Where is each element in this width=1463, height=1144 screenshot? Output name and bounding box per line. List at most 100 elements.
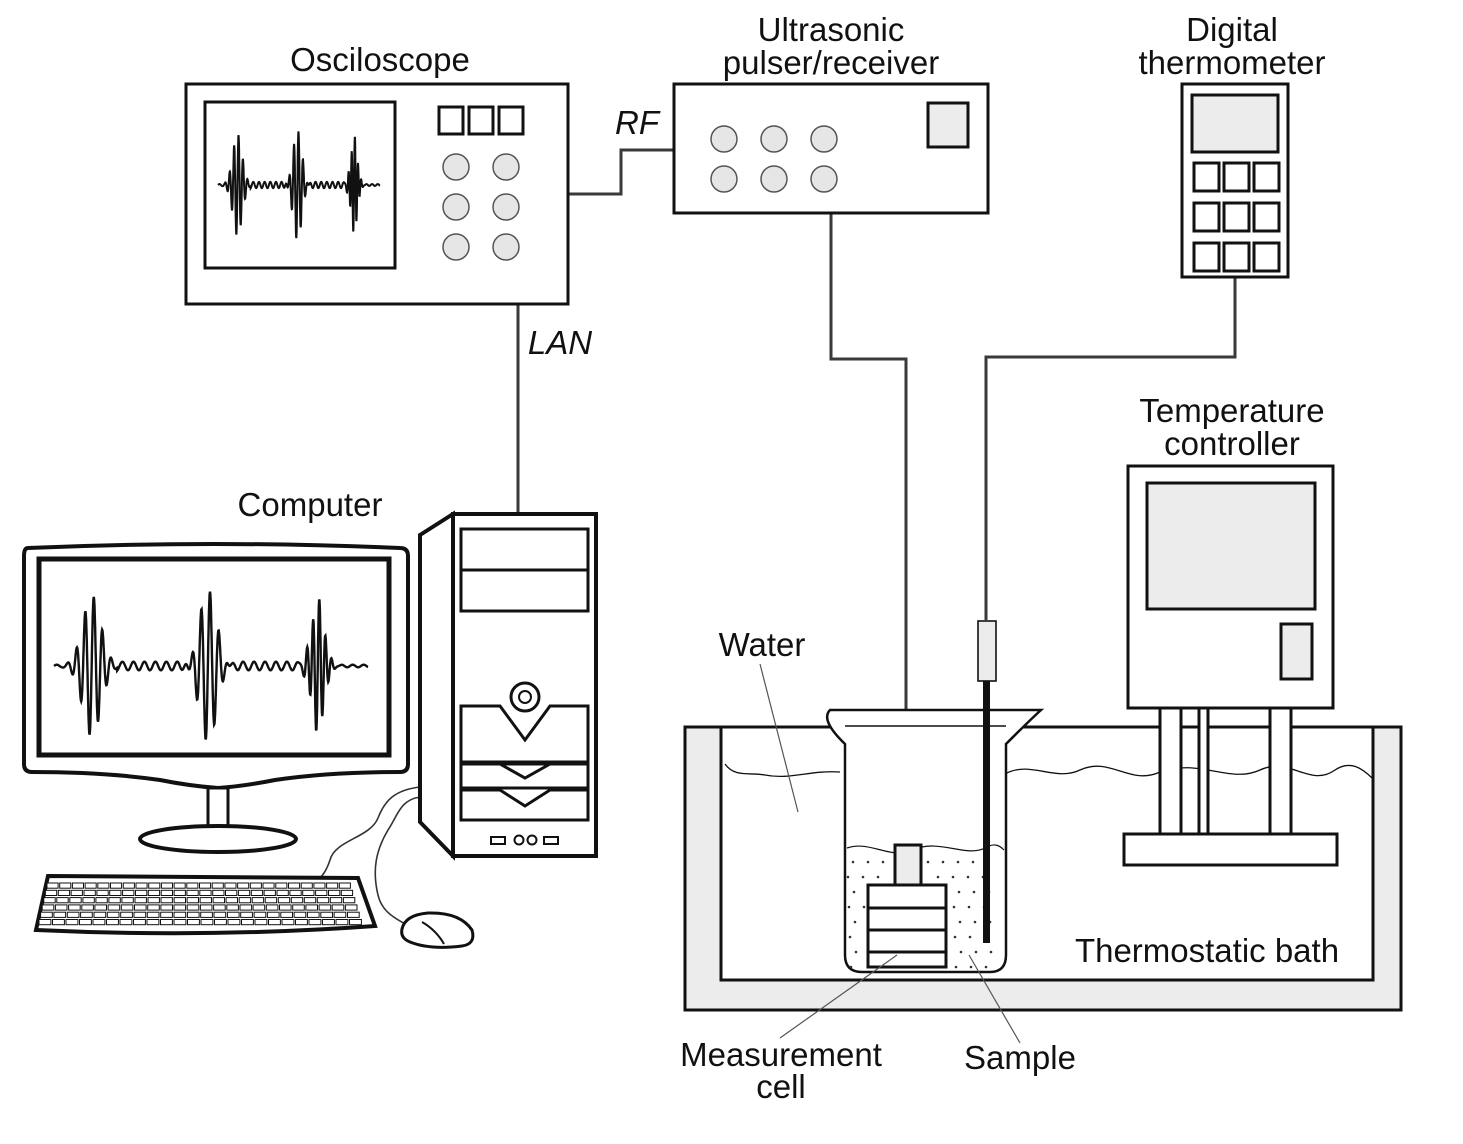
keyboard-key (322, 919, 335, 926)
thermostatic-bath: Thermostatic bath (683, 706, 1403, 1012)
keyboard-key (173, 919, 187, 926)
keyboard-key (106, 911, 120, 918)
oscilloscope: Osciloscope (184, 41, 570, 306)
keyboard-key (239, 904, 253, 911)
keyboard-key (53, 911, 67, 918)
keyboard-key (71, 882, 85, 889)
sample-particle (969, 965, 973, 969)
ultrasonic-pulser-receiver: Ultrasonic pulser/receiver RF (615, 11, 990, 215)
keyboard-key (41, 904, 55, 911)
keyboard-key (173, 911, 187, 918)
rf-cable (568, 148, 674, 196)
keyboard-key (54, 904, 68, 911)
keyboard-key (214, 919, 227, 926)
mouse (400, 911, 475, 949)
keyboard-key (338, 882, 351, 889)
keyboard-key (293, 911, 307, 918)
tower-port (543, 836, 559, 845)
sample-particle (926, 860, 930, 864)
sample-particle (936, 875, 940, 879)
thermometer-label-line2: thermometer (1138, 44, 1325, 81)
water-label: Water (719, 626, 806, 663)
keyboard-key (329, 897, 343, 904)
keyboard-key (95, 897, 108, 904)
thermometer-label-line1: Digital (1186, 11, 1278, 48)
controller-rod (1158, 706, 1183, 836)
temperature-controller: Temperature controller (1126, 392, 1335, 710)
beaker (825, 620, 1045, 974)
computer-waveform (53, 591, 369, 740)
sample-particle (966, 875, 970, 879)
keyboard-key (135, 882, 148, 889)
keyboard-key (82, 897, 95, 904)
keyboard-key (226, 904, 239, 911)
thermostatic-bath-label: Thermostatic bath (1075, 932, 1339, 969)
keyboard-key (109, 889, 122, 896)
oscilloscope-knob (492, 193, 520, 221)
sample-particle (954, 965, 958, 969)
keyboard-key (199, 904, 213, 911)
keyboard-key (252, 904, 266, 911)
keyboard-key (240, 911, 253, 918)
pulser-knob (810, 165, 838, 193)
sample-particle (866, 860, 870, 864)
keyboard-key (200, 911, 213, 918)
keyboard-key (147, 904, 160, 911)
keyboard-key (186, 897, 200, 904)
cables (317, 148, 1237, 925)
keyboard-cable (317, 786, 421, 881)
sample-particle (972, 890, 976, 894)
thermometer-display (1190, 93, 1280, 154)
keyboard-key (120, 911, 133, 918)
sample-particle (846, 875, 850, 879)
thermometer-probe-rod (983, 681, 990, 943)
thermometer-probe-sleeve (977, 620, 997, 682)
sample-particle (953, 935, 957, 939)
keyboard-key (133, 911, 147, 918)
keyboard-key (94, 904, 108, 911)
keyboard-key (349, 919, 362, 926)
sample-particle (847, 905, 851, 909)
thermometer-key (1192, 241, 1221, 273)
thermometer-key (1252, 241, 1281, 273)
sample-particle (862, 905, 866, 909)
keyboard-key (211, 882, 224, 889)
keyboard-key (96, 889, 109, 896)
keyboard-key (241, 919, 254, 926)
keyboard-key (146, 911, 160, 918)
keyboard-key (160, 904, 173, 911)
sample-particle (941, 860, 945, 864)
keyboard-key (160, 911, 173, 918)
measurement-cell-label-line2: cell (756, 1068, 806, 1105)
sample-particle (848, 935, 852, 939)
oscilloscope-knob (442, 233, 470, 261)
keyboard-key (38, 919, 52, 926)
keyboard-key (265, 904, 279, 911)
oscilloscope-button-3 (497, 105, 525, 136)
pulser-knob (710, 125, 738, 153)
controller-rod (1197, 706, 1210, 836)
keyboard-key (295, 919, 308, 926)
tower-side (418, 510, 455, 861)
keyboard-key (328, 889, 341, 896)
keyboard-key (340, 889, 354, 896)
keyboard-key (160, 882, 173, 889)
keyboard-key (347, 911, 360, 918)
sample-particle (974, 950, 978, 954)
sample-particle (881, 860, 885, 864)
keyboard-key (335, 919, 349, 926)
keyboard-key (80, 911, 93, 918)
oscilloscope-knob (442, 193, 470, 221)
sample-particle (973, 920, 977, 924)
keyboard-key (133, 919, 146, 926)
keyboard-key (173, 882, 186, 889)
sample-particle (959, 950, 963, 954)
keyboard-key (303, 897, 317, 904)
keyboard-key (121, 897, 134, 904)
keyboard-key (200, 919, 214, 926)
monitor-stand (138, 824, 298, 854)
rf-label: RF (615, 104, 661, 141)
keyboard-key (333, 911, 347, 918)
sample-particle (967, 905, 971, 909)
keyboard-key (237, 889, 251, 896)
